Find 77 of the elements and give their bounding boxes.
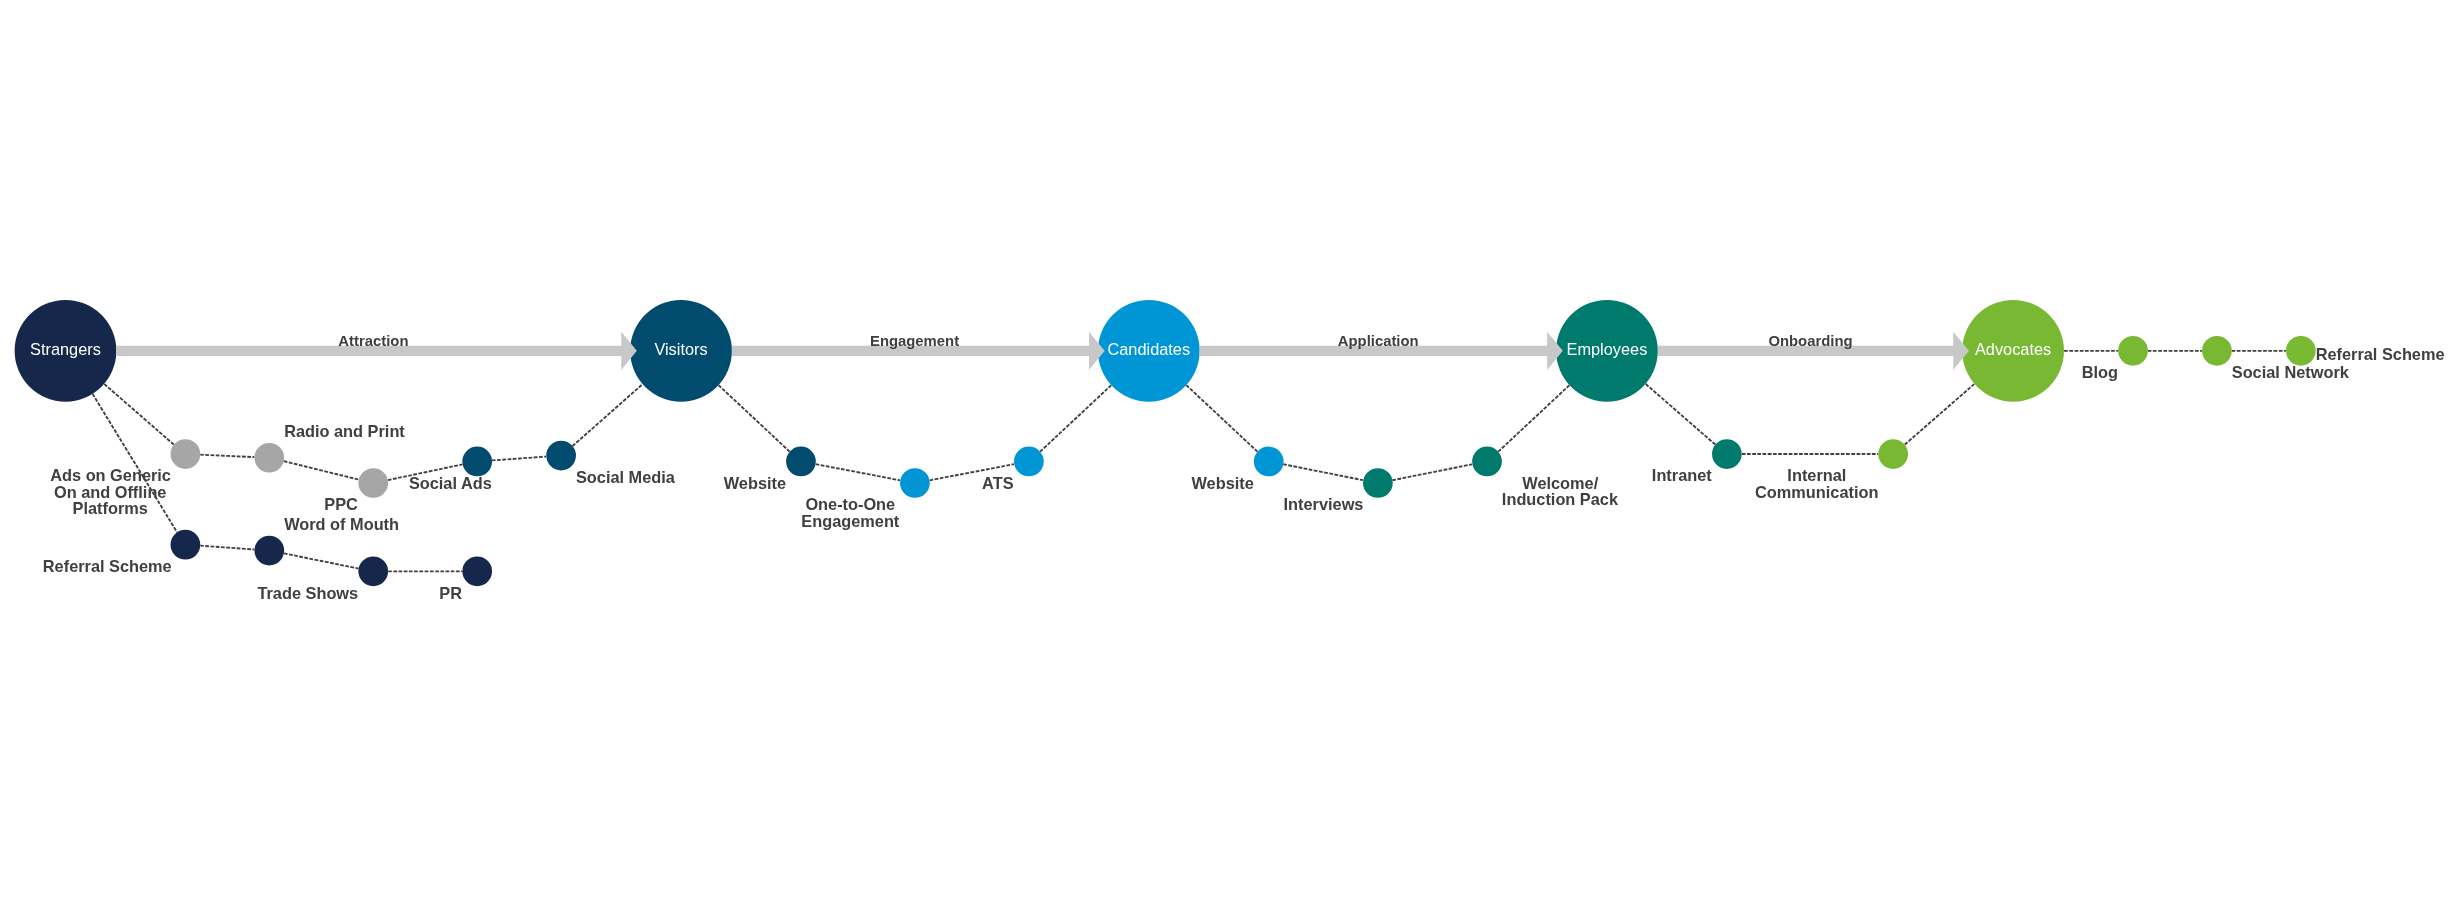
arrow xyxy=(731,331,1105,370)
node-circle xyxy=(2285,336,2316,366)
node-label: ATS xyxy=(982,473,1014,492)
connector xyxy=(491,455,548,462)
node-circle xyxy=(2202,336,2232,366)
node-label: Ads on Generic On and Offline Platforms xyxy=(50,466,171,517)
node-circle xyxy=(546,440,576,471)
connector xyxy=(571,383,644,447)
node-circle xyxy=(1014,446,1044,477)
node-label: Social Ads xyxy=(408,473,492,492)
node-circle xyxy=(358,556,389,587)
node-circle xyxy=(462,556,493,587)
edge-label: Attraction xyxy=(338,332,409,349)
arrow xyxy=(1657,331,1969,370)
node-label: Social Media xyxy=(575,467,675,486)
connector xyxy=(1282,463,1364,482)
connector xyxy=(387,570,464,573)
node-circle xyxy=(254,442,285,473)
node-circle: Advocates xyxy=(1962,299,2064,402)
node-circle xyxy=(1363,468,1393,498)
connector xyxy=(283,552,360,570)
node-label: Blog xyxy=(2081,363,2119,382)
connector xyxy=(717,384,791,453)
arrow xyxy=(1199,331,1563,370)
node-circle: Employees xyxy=(1556,299,1658,402)
connector xyxy=(1903,383,1976,446)
node-label: PPC xyxy=(324,495,358,514)
edge-label: Application xyxy=(1337,332,1419,349)
node-label: Social Network xyxy=(2231,363,2349,382)
connector xyxy=(387,463,464,481)
node-circle xyxy=(462,446,493,477)
connector xyxy=(2230,349,2287,352)
node-circle: Strangers xyxy=(14,299,117,402)
node-label: Interviews xyxy=(1283,495,1364,514)
node-circle xyxy=(900,468,930,498)
node-circle xyxy=(786,446,816,477)
node-circle: Candidates xyxy=(1097,299,1200,402)
connector xyxy=(1741,453,1880,455)
node-label: Intranet xyxy=(1651,466,1712,485)
node-circle xyxy=(170,529,201,560)
connector xyxy=(1644,383,1717,446)
node-label: Welcome/ Induction Pack xyxy=(1501,473,1619,508)
connector xyxy=(1185,384,1259,453)
node-circle xyxy=(2118,336,2148,366)
node-label: Referral Scheme xyxy=(42,556,172,575)
node-label: Referral Scheme xyxy=(2315,345,2445,364)
connector xyxy=(1039,384,1113,453)
node-label: One-to-One Engagement xyxy=(801,495,900,530)
connector xyxy=(2063,349,2119,352)
connector xyxy=(282,460,360,481)
connector xyxy=(1391,463,1474,482)
node-label: Website xyxy=(723,473,787,492)
node-circle xyxy=(358,468,389,498)
arrow xyxy=(116,331,637,370)
node-label: Radio and Print xyxy=(284,422,405,441)
connector xyxy=(103,383,175,446)
connector xyxy=(928,463,1015,482)
node-circle xyxy=(1712,439,1742,469)
connector xyxy=(2147,349,2203,352)
edge-label: Onboarding xyxy=(1768,332,1853,349)
node-circle xyxy=(1253,446,1284,477)
node-label: PR xyxy=(439,583,463,602)
node-circle xyxy=(254,535,285,566)
node-circle xyxy=(1878,439,1909,469)
node-circle: Visitors xyxy=(630,299,732,402)
node-label: Trade Shows xyxy=(257,583,359,602)
node-label: Website xyxy=(1191,473,1254,492)
connector xyxy=(1497,384,1571,453)
node-circle xyxy=(170,439,201,469)
connector xyxy=(91,393,178,534)
connector xyxy=(814,463,901,482)
connector xyxy=(199,544,256,551)
node-label: Internal Communication xyxy=(1755,466,1879,501)
node-circle xyxy=(1472,446,1502,477)
node-label: Word of Mouth xyxy=(284,515,400,534)
edge-label: Engagement xyxy=(869,332,960,349)
connector xyxy=(199,453,256,459)
